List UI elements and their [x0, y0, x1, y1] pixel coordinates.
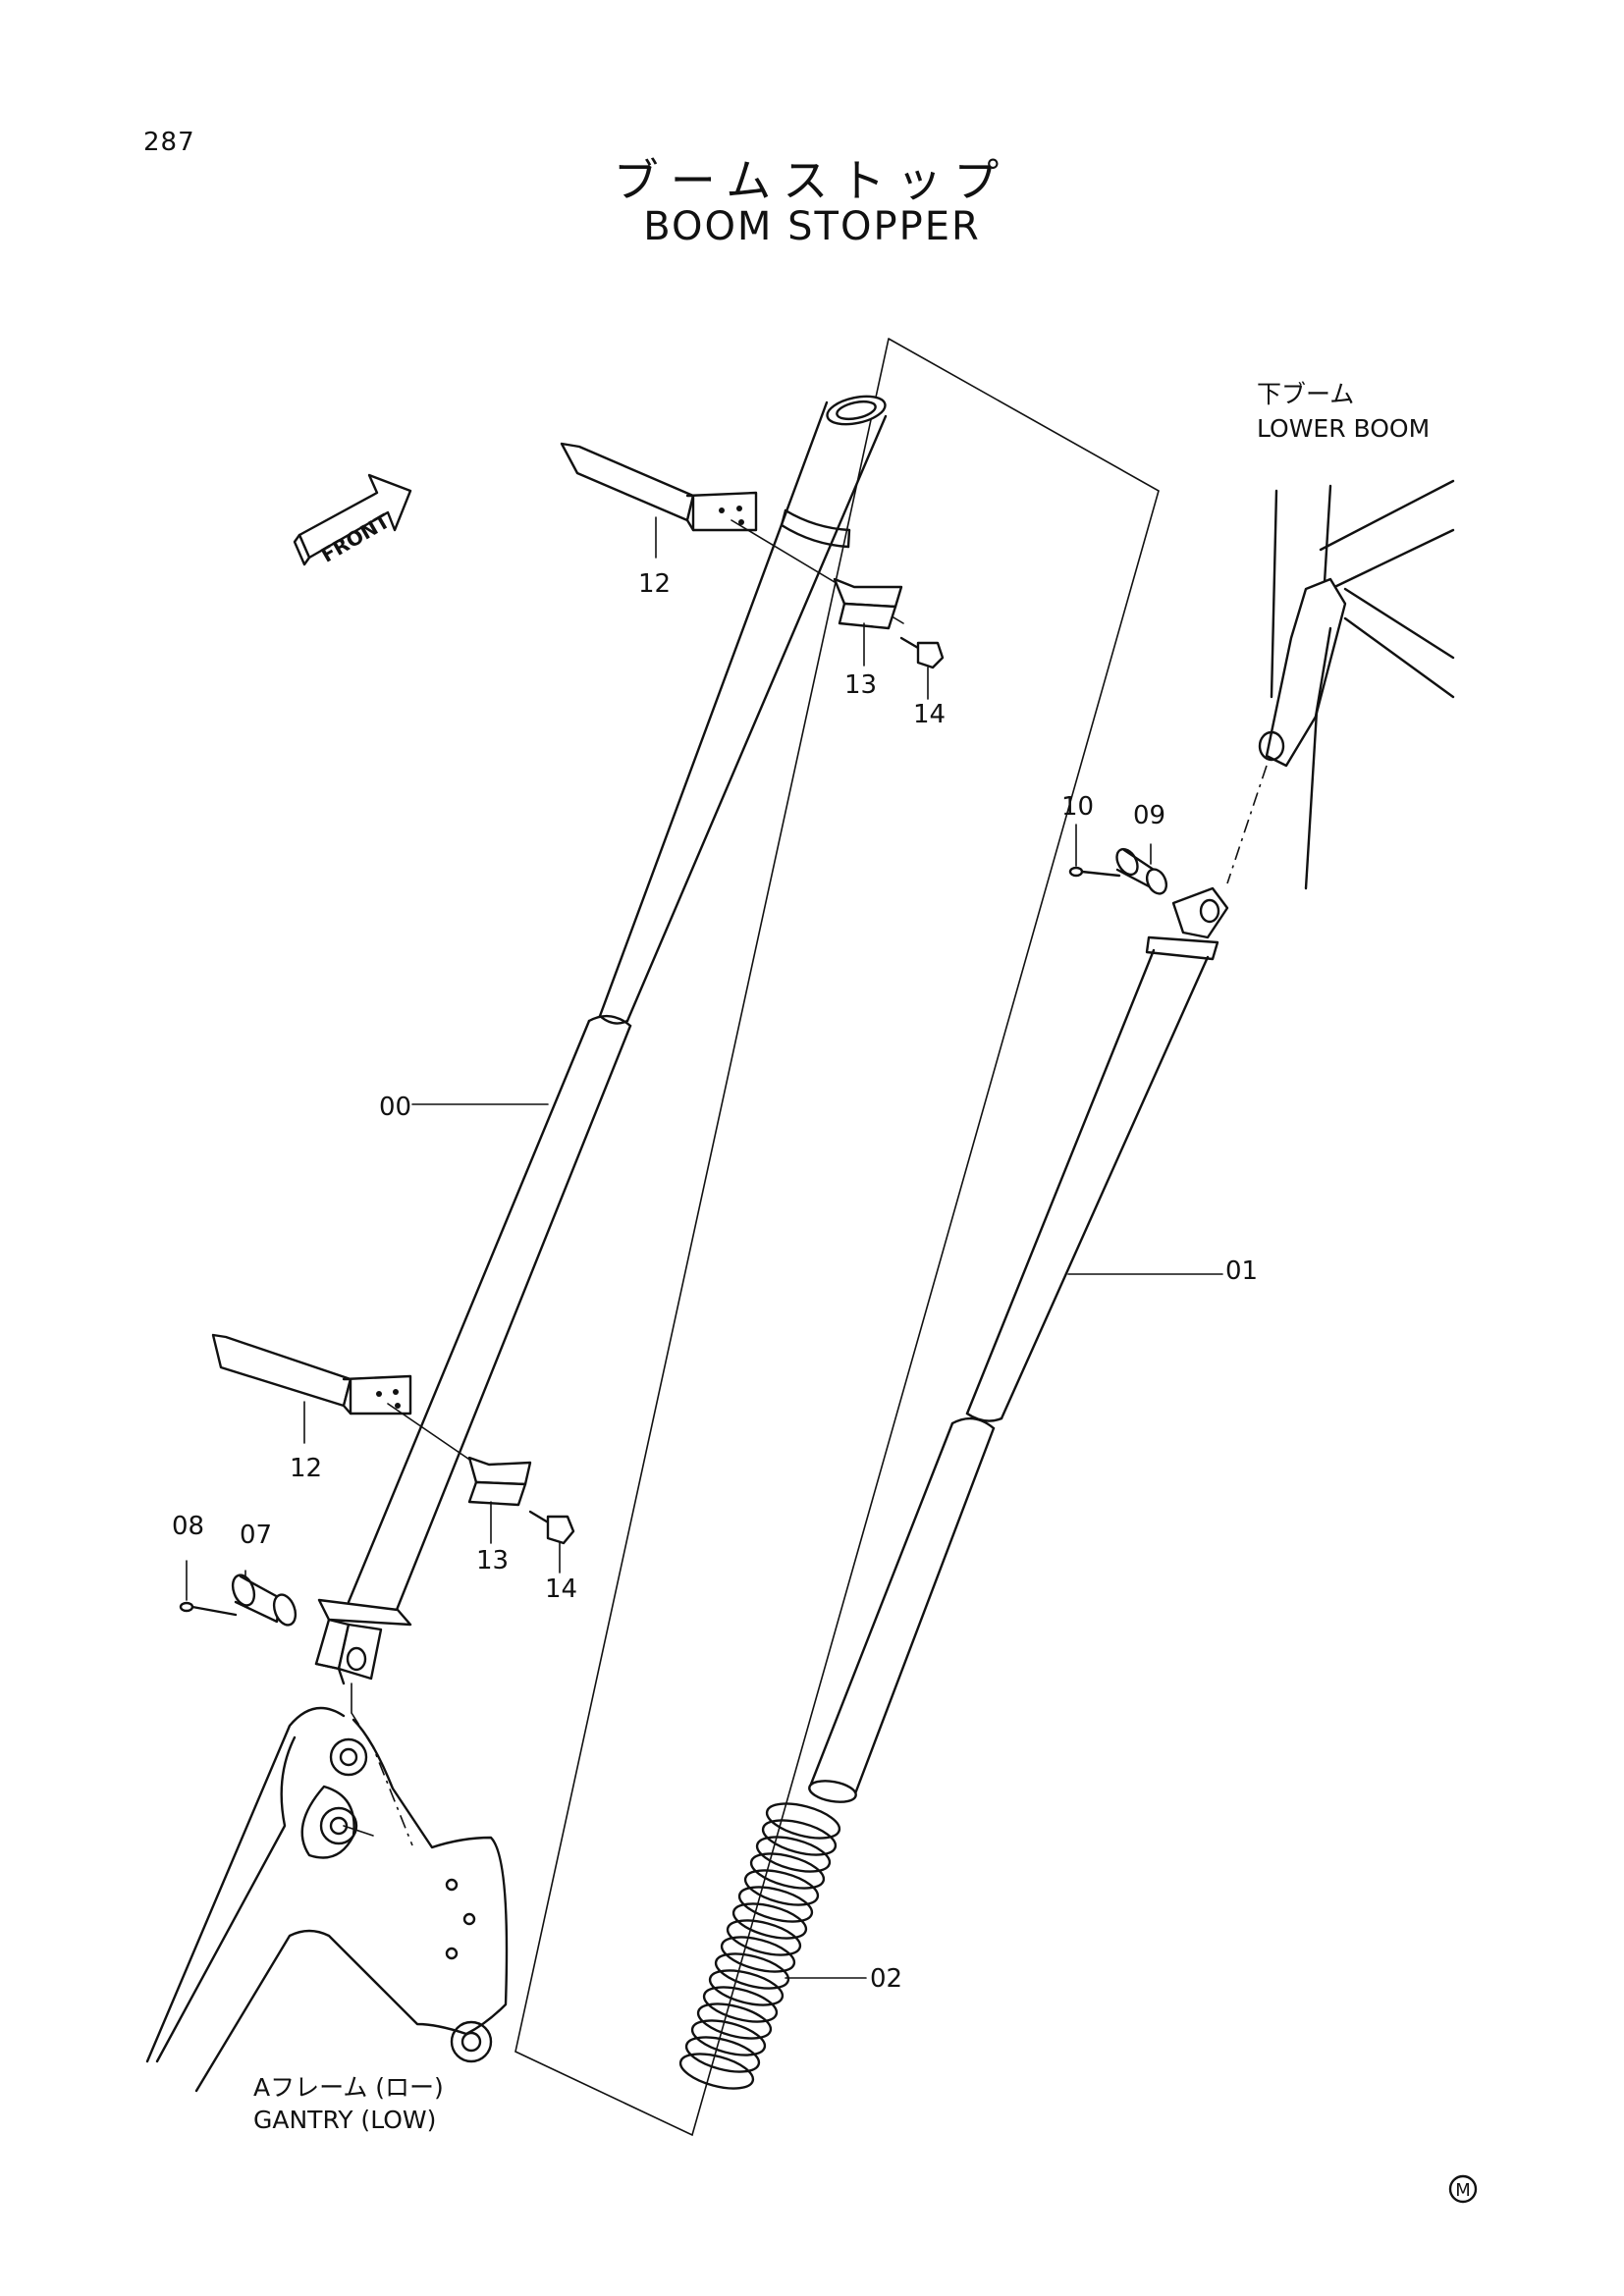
gantry-label-en: GANTRY (LOW) — [253, 2106, 436, 2134]
clip-13-top — [833, 577, 903, 667]
callout-07: 07 — [240, 1521, 272, 1550]
cotter-pin-08 — [179, 1560, 246, 1617]
callout-14-top: 14 — [913, 700, 946, 729]
gantry-label-jp: Aフレーム (ロー) — [253, 2073, 444, 2102]
callout-01: 01 — [1225, 1256, 1258, 1286]
page-number: 287 — [143, 128, 195, 157]
tube-clamp-ring-top — [780, 508, 851, 549]
title-japanese: ブームストップ — [613, 154, 1011, 207]
callout-12-top: 12 — [638, 569, 671, 599]
front-arrow-icon: FRONT — [293, 473, 412, 567]
title-english: BOOM STOPPER — [643, 204, 981, 249]
callout-00: 00 — [379, 1093, 411, 1122]
tube-00-upper — [598, 395, 888, 1025]
bolt-14-top — [899, 636, 945, 700]
bracket-12-bottom — [211, 1333, 482, 1468]
clip-13-bottom — [467, 1456, 532, 1544]
callout-12-bottom: 12 — [290, 1454, 322, 1483]
callout-13-bottom: 13 — [476, 1546, 509, 1575]
pin-07 — [231, 1574, 298, 1627]
bracket-12-top — [560, 442, 904, 624]
tube-01 — [808, 886, 1229, 1803]
clevis-00 — [314, 1598, 412, 1714]
callout-02: 02 — [870, 1964, 902, 1994]
bolt-14-bottom — [528, 1510, 575, 1574]
callout-14-bottom: 14 — [545, 1575, 577, 1604]
manufacturer-mark-letter: M — [1455, 2180, 1471, 2201]
callout-13-top: 13 — [844, 670, 877, 700]
callout-08: 08 — [172, 1512, 204, 1541]
cotter-pin-10 — [1068, 824, 1121, 878]
lower-boom-label-en: LOWER BOOM — [1257, 414, 1430, 443]
lower-boom-label-jp: 下ブーム — [1257, 380, 1354, 408]
callout-10: 10 — [1061, 792, 1094, 822]
tube-00-lower — [347, 1014, 632, 1622]
gantry-frame — [145, 1706, 509, 2093]
lower-boom — [1226, 479, 1455, 890]
pin-09 — [1115, 843, 1168, 895]
callout-09: 09 — [1133, 801, 1165, 830]
manufacturer-mark: M — [1448, 2174, 1478, 2204]
spring-02 — [678, 1802, 841, 2090]
assembly-boundary — [514, 338, 1160, 2137]
